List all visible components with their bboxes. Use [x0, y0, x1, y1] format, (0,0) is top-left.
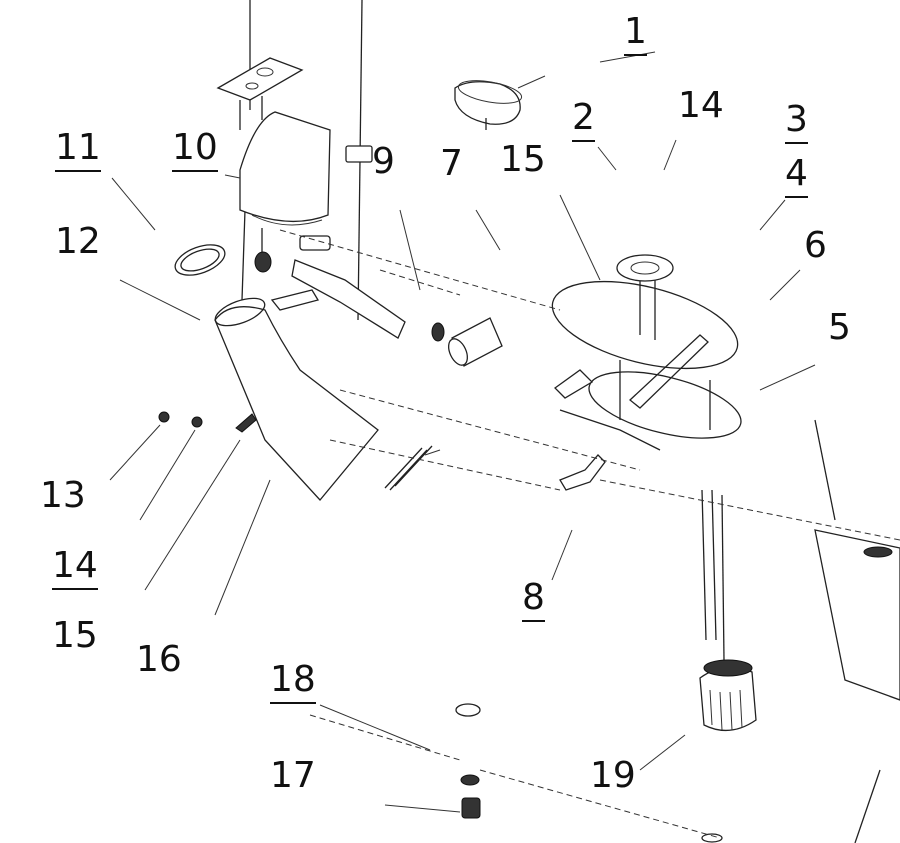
spring	[384, 445, 441, 491]
mounting-bracket	[216, 57, 304, 130]
callout-6: 6	[804, 225, 827, 266]
part-11-ring	[174, 244, 226, 276]
callout-13: 13	[40, 475, 86, 516]
callout-12: 12	[55, 221, 101, 262]
part-1-knob	[454, 80, 523, 130]
callout-16: 16	[136, 639, 182, 680]
lever-arm	[270, 235, 406, 339]
callout-15-top: 15	[500, 139, 546, 180]
callout-2: 2	[572, 98, 595, 142]
leader-lines	[109, 51, 816, 813]
callout-15-left: 15	[52, 615, 98, 656]
callout-1: 1	[624, 12, 647, 56]
callout-3: 3	[785, 100, 808, 144]
part-7-roller	[431, 317, 503, 367]
callout-18: 18	[270, 660, 316, 704]
callout-11: 11	[55, 128, 101, 172]
callout-8: 8	[522, 578, 545, 622]
part-10-cup	[239, 111, 331, 273]
small-parts	[158, 411, 723, 843]
part-19-filter	[699, 489, 757, 732]
callout-7: 7	[440, 143, 463, 184]
base-assembly	[551, 254, 742, 451]
callout-10: 10	[172, 128, 218, 172]
callout-9: 9	[372, 141, 395, 182]
part-9-clip	[345, 145, 373, 163]
callout-14-left: 14	[52, 546, 98, 590]
callout-17: 17	[270, 755, 316, 796]
assembly-axes	[279, 229, 900, 839]
part-16-tube	[214, 297, 379, 501]
callout-19: 19	[590, 755, 636, 796]
callout-14-top: 14	[678, 85, 724, 126]
callout-4: 4	[785, 154, 808, 198]
cabinet-outline	[814, 419, 900, 843]
part-8-fitting	[559, 454, 606, 491]
callout-5: 5	[828, 307, 851, 348]
